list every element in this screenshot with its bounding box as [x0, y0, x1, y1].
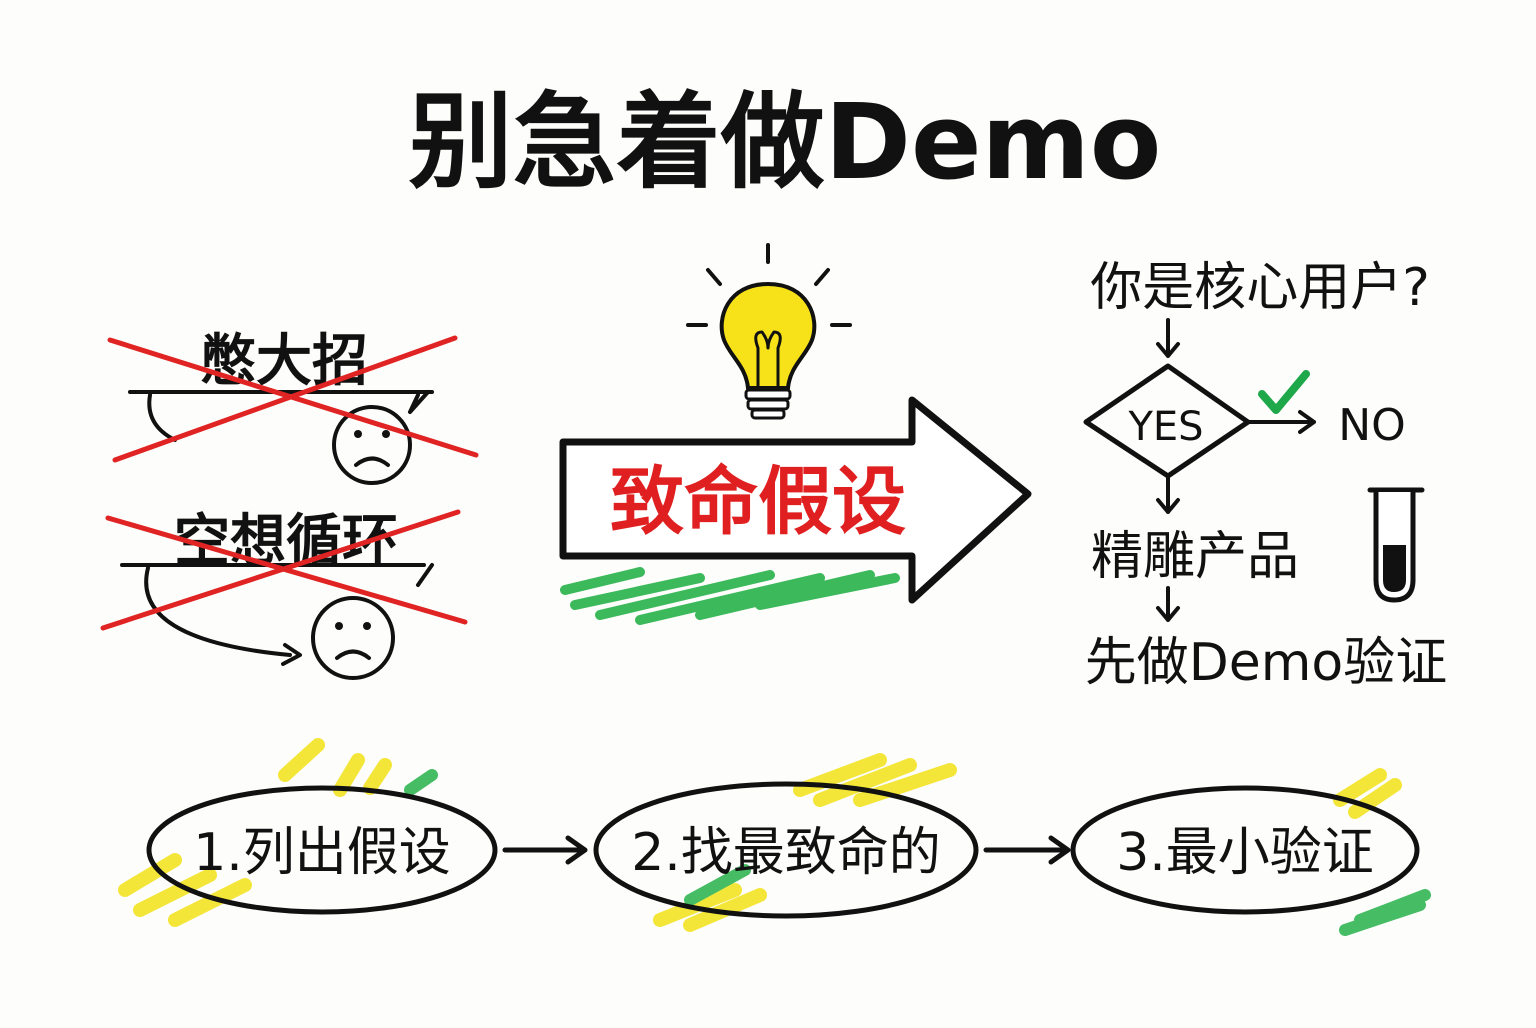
- test-tube-icon: [1367, 487, 1425, 603]
- red-cross-icon: [100, 509, 468, 631]
- step-2: 2.找最致命的: [593, 781, 979, 919]
- crossed-item-1: 憋大招: [107, 329, 479, 485]
- step-arrow-2: [983, 835, 1071, 865]
- step-arrow-1: [502, 835, 588, 865]
- question-label: 你是核心用户?: [1090, 258, 1430, 318]
- arrow-label: 致命假设: [610, 459, 906, 545]
- step-1-oval: [146, 785, 498, 915]
- step-2-label: 2.找最致命的: [631, 823, 941, 883]
- check-icon: [1258, 370, 1310, 414]
- crossed-item-1-label: 憋大招: [200, 329, 368, 394]
- big-arrow: 致命假设: [559, 396, 1032, 625]
- green-scribble: [560, 567, 900, 625]
- sad-face-icon: [332, 405, 412, 485]
- crossed-item-2: 空想循环: [100, 509, 468, 680]
- polish-product-label: 精雕产品: [1091, 527, 1299, 587]
- step-1: 1.列出假设: [146, 785, 498, 915]
- step-1-label: 1.列出假设: [193, 823, 451, 883]
- step-3: 3.最小验证: [1070, 785, 1420, 915]
- highlight-scribbles: [118, 738, 1431, 936]
- decision-label: YES: [1127, 404, 1203, 450]
- sad-face-icon: [311, 596, 395, 680]
- step-2-oval: [593, 781, 979, 919]
- decision-flow: 你是核心用户? YES NO 精雕产品 先做Demo验证: [1083, 258, 1448, 693]
- step-3-oval: [1070, 785, 1420, 915]
- lightbulb-icon: [686, 243, 852, 420]
- step-3-label: 3.最小验证: [1116, 823, 1374, 883]
- no-label: NO: [1338, 400, 1406, 451]
- page-title: 别急着做Demo: [409, 81, 1162, 203]
- demo-verify-label: 先做Demo验证: [1085, 633, 1448, 693]
- red-cross-icon: [107, 335, 479, 463]
